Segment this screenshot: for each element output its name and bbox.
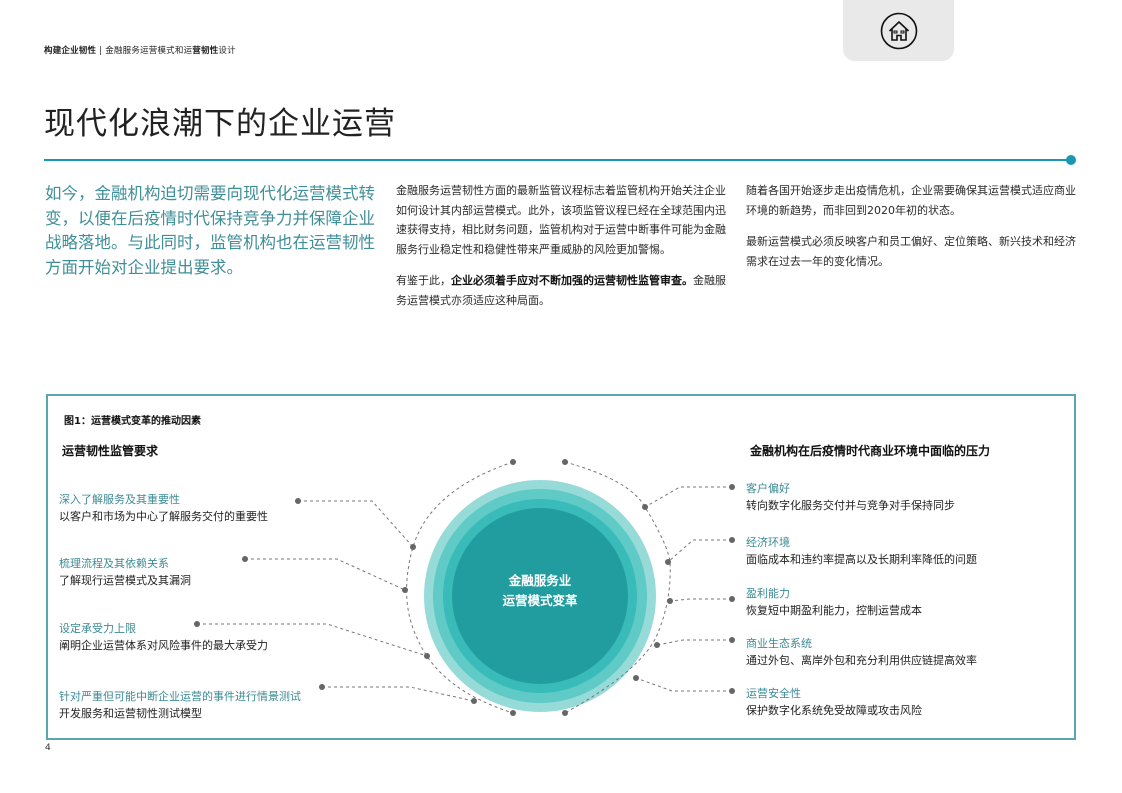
driver-title: 客户偏好 [746, 482, 790, 495]
center-label-line-2: 运营模式变革 [502, 593, 578, 608]
body-column-right: 随着各国开始逐步走出疫情危机，企业需要确保其运营模式适应商业环境的新趋势，而非回… [746, 181, 1086, 271]
text-run: 有鉴于此， [396, 274, 451, 287]
driver-title: 设定承受力上限 [59, 622, 136, 635]
driver-title: 盈利能力 [746, 587, 790, 600]
page-number: 4 [45, 743, 51, 753]
body-paragraph: 最新运营模式必须反映客户和员工偏好、定位策略、新兴技术和经济需求在过去一年的变化… [746, 235, 1076, 268]
home-icon [880, 12, 917, 49]
body-paragraph: 随着各国开始逐步走出疫情危机，企业需要确保其运营模式适应商业环境的新趋势，而非回… [746, 184, 1076, 217]
driver-description: 阐明企业运营体系对风险事件的最大承受力 [59, 639, 268, 652]
driver-description: 了解现行运营模式及其漏洞 [59, 574, 191, 587]
center-label-line-1: 金融服务业 [508, 573, 572, 588]
body-paragraph: 有鉴于此，企业必须着手应对不断加强的运营韧性监管审查。金融服务运营模式亦须适应这… [396, 271, 726, 310]
driver-description: 转向数字化服务交付并与竞争对手保持同步 [746, 499, 955, 512]
text-run: 金融服务运营模式亦须适应这种局面。 [396, 274, 726, 307]
driver-item-right: 客户偏好 转向数字化服务交付并与竞争对手保持同步 [746, 480, 955, 514]
driver-title: 针对严重但可能中断企业运营的事件进行情景测试 [59, 690, 301, 703]
driver-item-left: 设定承受力上限 阐明企业运营体系对风险事件的最大承受力 [59, 620, 268, 654]
title-divider [44, 159, 1071, 161]
driver-description: 通过外包、离岸外包和充分利用供应链提高效率 [746, 654, 977, 667]
driver-title: 深入了解服务及其重要性 [59, 493, 180, 506]
driver-item-right: 运营安全性 保护数字化系统免受故障或攻击风险 [746, 685, 922, 719]
page-title: 现代化浪潮下的企业运营 [44, 106, 396, 142]
driver-title: 经济环境 [746, 536, 790, 549]
driver-description: 恢复短中期盈利能力，控制运营成本 [746, 604, 922, 617]
driver-title: 运营安全性 [746, 687, 801, 700]
breadcrumb-section[interactable]: 构建企业韧性 [44, 46, 97, 56]
driver-description: 以客户和市场为中心了解服务交付的重要性 [59, 510, 268, 523]
driver-description: 开发服务和运营韧性测试模型 [59, 707, 202, 720]
lead-paragraph: 如今，金融机构迫切需要向现代化运营模式转变，以便在后疫情时代保持竞争力并保障企业… [45, 184, 375, 277]
figure-panel: 图1：运营模式变革的推动因素 运营韧性监管要求 金融机构在后疫情时代商业环境中面… [46, 394, 1076, 740]
driver-item-right: 商业生态系统 通过外包、离岸外包和充分利用供应链提高效率 [746, 635, 977, 669]
driver-description: 保护数字化系统免受故障或攻击风险 [746, 704, 922, 717]
driver-item-left: 梳理流程及其依赖关系 了解现行运营模式及其漏洞 [59, 555, 191, 589]
breadcrumb-doc-title-c: 设计 [218, 46, 236, 56]
emphasis-text: 企业必须着手应对不断加强的运营韧性监管审查。 [451, 274, 693, 287]
driver-item-right: 盈利能力 恢复短中期盈利能力，控制运营成本 [746, 585, 922, 619]
home-button[interactable] [843, 0, 954, 61]
breadcrumb-separator: | [99, 46, 103, 56]
breadcrumb-doc-title-b: 营韧性 [192, 46, 219, 56]
center-label: 金融服务业 运营模式变革 [470, 571, 610, 611]
left-group-heading: 运营韧性监管要求 [62, 444, 159, 458]
right-group-heading: 金融机构在后疫情时代商业环境中面临的压力 [750, 444, 991, 458]
driver-item-right: 经济环境 面临成本和违约率提高以及长期利率降低的问题 [746, 534, 977, 568]
body-paragraph: 金融服务运营韧性方面的最新监管议程标志着监管机构开始关注企业如何设计其内部运营模… [396, 184, 726, 256]
driver-item-left: 针对严重但可能中断企业运营的事件进行情景测试 开发服务和运营韧性测试模型 [59, 688, 301, 722]
body-column-middle: 金融服务运营韧性方面的最新监管议程标志着监管机构开始关注企业如何设计其内部运营模… [396, 181, 726, 310]
driver-title: 商业生态系统 [746, 637, 812, 650]
breadcrumb-doc-title-a: 金融服务运营模式和运 [105, 46, 193, 56]
driver-title: 梳理流程及其依赖关系 [59, 557, 169, 570]
breadcrumb: 构建企业韧性|金融服务运营模式和运营韧性设计 [44, 44, 236, 56]
divider-end-dot [1066, 155, 1076, 165]
driver-item-left: 深入了解服务及其重要性 以客户和市场为中心了解服务交付的重要性 [59, 491, 268, 525]
driver-description: 面临成本和违约率提高以及长期利率降低的问题 [746, 553, 977, 566]
figure-caption: 图1：运营模式变革的推动因素 [64, 416, 201, 427]
